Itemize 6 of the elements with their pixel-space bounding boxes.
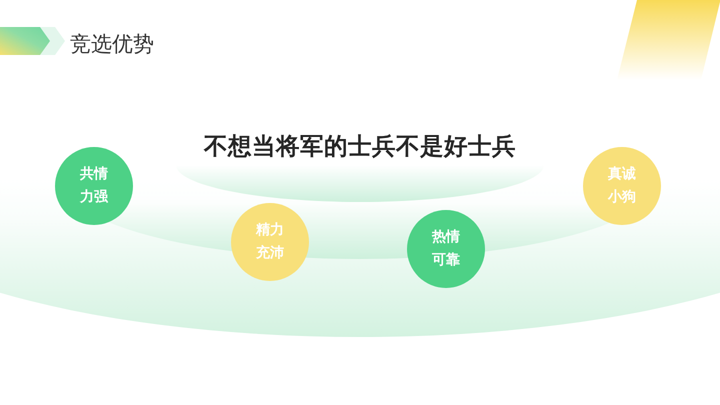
slogan-heading: 不想当将军的士兵不是好士兵 xyxy=(204,131,516,161)
node-label: 精力充沛 xyxy=(255,221,285,263)
page-title: 竞选优势 xyxy=(70,31,154,58)
node-label: 真诚小狗 xyxy=(607,165,637,207)
node-label: 热情可靠 xyxy=(431,228,461,270)
node-label: 共情力强 xyxy=(79,165,109,207)
